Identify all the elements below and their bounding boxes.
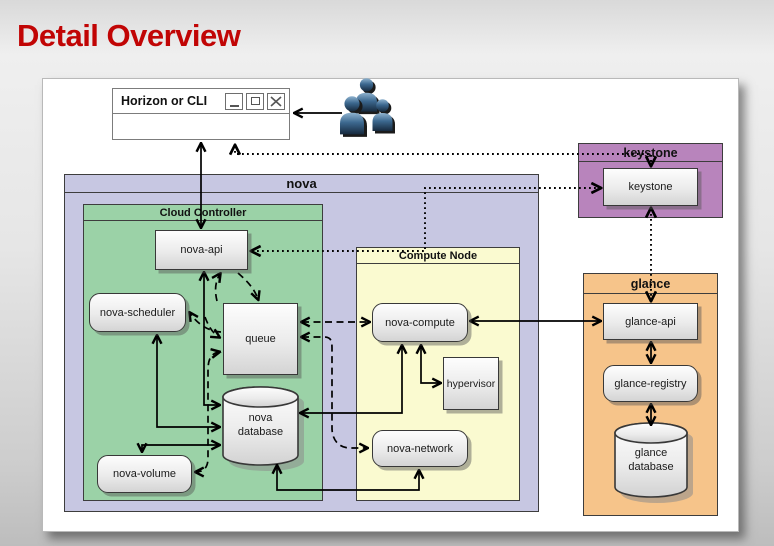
container-keystone-title: keystone <box>579 144 722 162</box>
node-nova-network: nova-network <box>372 430 468 467</box>
node-keystone: keystone <box>603 168 698 206</box>
node-glance-database-label: glance database <box>628 447 674 473</box>
container-compute-node-title: Compute Node <box>357 248 519 264</box>
close-icon <box>267 92 285 110</box>
page-title: Detail Overview <box>17 18 241 53</box>
container-glance-title: glance <box>584 274 717 294</box>
node-glance-api: glance-api <box>603 303 698 340</box>
container-cloud-controller-title: Cloud Controller <box>84 205 322 221</box>
horizon-window-title: Horizon or CLI <box>121 94 208 108</box>
users-icon <box>338 78 404 146</box>
minimize-icon <box>225 92 243 110</box>
node-nova-database-label: nova database <box>237 412 284 438</box>
node-glance-registry: glance-registry <box>603 365 698 402</box>
horizon-window: Horizon or CLI <box>112 88 290 140</box>
node-nova-volume: nova-volume <box>97 455 192 493</box>
maximize-icon <box>246 92 264 110</box>
horizon-window-titlebar: Horizon or CLI <box>113 89 289 114</box>
node-hypervisor: hypervisor <box>443 357 499 410</box>
node-nova-scheduler: nova-scheduler <box>89 293 186 332</box>
container-nova-title: nova <box>65 175 538 193</box>
node-nova-compute: nova-compute <box>372 303 468 342</box>
node-queue: queue <box>223 303 298 375</box>
node-nova-api: nova-api <box>155 230 248 270</box>
